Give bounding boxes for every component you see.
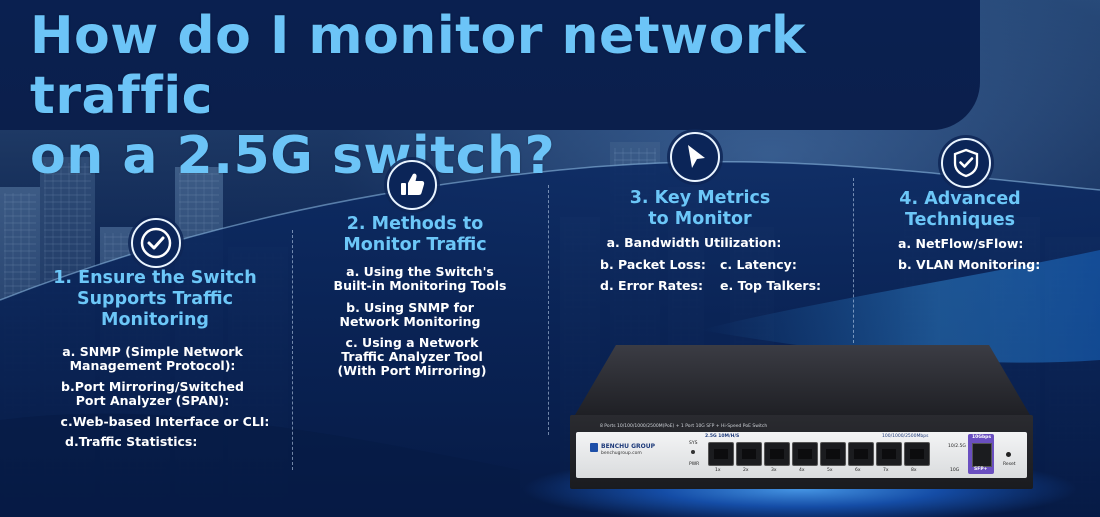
- port-label: 1x: [715, 468, 721, 473]
- check-icon: [131, 218, 181, 268]
- section-2-item: c. Using a Network: [345, 335, 479, 350]
- ethernet-port: [820, 442, 846, 466]
- network-switch-image: 8 Ports 10/100/1000/2500M(PoE) + 1 Port …: [520, 345, 1080, 517]
- section-4-title: 4. Advanced Techniques: [899, 189, 1021, 230]
- section-1-item: b.Port Mirroring/Switched: [61, 379, 244, 394]
- brand-logo: [590, 443, 598, 452]
- section-4-item: b. VLAN Monitoring:: [898, 257, 1041, 272]
- sfp-port: [972, 443, 992, 467]
- cursor-arrow-icon: [670, 132, 720, 182]
- port-label: 7x: [883, 468, 889, 473]
- section-3-item: e. Top Talkers:: [720, 278, 822, 293]
- section-1-item: d.Traffic Statistics:: [65, 434, 198, 449]
- sfp-port-label: 10G: [950, 468, 960, 473]
- ethernet-port: [708, 442, 734, 466]
- reset-label: Reset: [1003, 462, 1016, 467]
- section-2-item: (With Port Mirroring): [337, 363, 487, 378]
- section-1-item: a. SNMP (Simple Network: [62, 344, 243, 359]
- port-label: 5x: [827, 468, 833, 473]
- pwr-led-label: PWR: [689, 462, 700, 467]
- sfp-label-bottom: SFP+: [974, 467, 988, 472]
- ethernet-port: [792, 442, 818, 466]
- title-line-2: on a 2.5G switch?: [30, 126, 556, 186]
- section-3-item: b. Packet Loss:: [600, 257, 706, 272]
- section-2-item: Network Monitoring: [339, 314, 481, 329]
- port-label: 4x: [799, 468, 805, 473]
- section-3-item: c. Latency:: [720, 257, 797, 272]
- brand-site: benchugroup.com: [601, 451, 642, 456]
- switch-faceplate: BENCHU GROUP benchugroup.com SYS PWR 2.5…: [576, 432, 1027, 478]
- thumbs-up-icon: [387, 160, 437, 210]
- port-label: 8x: [911, 468, 917, 473]
- switch-spec-label: 8 Ports 10/100/1000/2500M(PoE) + 1 Port …: [600, 424, 768, 429]
- page-title: How do I monitor network traffic on a 2.…: [30, 6, 980, 186]
- section-2-title: 2. Methods to Monitor Traffic: [343, 214, 487, 255]
- switch-front-panel: 8 Ports 10/100/1000/2500M(PoE) + 1 Port …: [570, 415, 1033, 489]
- section-2-item: b. Using SNMP for: [346, 300, 474, 315]
- port-group-label: 2.5G 10M/H/S: [705, 434, 740, 439]
- column-divider: [292, 230, 293, 470]
- status-led: [691, 450, 695, 454]
- port-label: 3x: [771, 468, 777, 473]
- sfp-speed-label: 10/2.5G: [948, 444, 966, 449]
- section-2-item: a. Using the Switch's: [346, 264, 494, 279]
- column-divider: [548, 185, 549, 435]
- port-label: 2x: [743, 468, 749, 473]
- section-4-item: a. NetFlow/sFlow:: [898, 236, 1024, 251]
- shield-check-icon: [941, 138, 991, 188]
- ethernet-port: [876, 442, 902, 466]
- sfp-label-top: 10Gbps: [972, 435, 992, 440]
- switch-top-cover: [575, 345, 1030, 415]
- ethernet-port: [764, 442, 790, 466]
- title-line-1: How do I monitor network traffic: [30, 6, 807, 126]
- section-3-item: a. Bandwidth Utilization:: [606, 235, 782, 250]
- section-1-item: Management Protocol):: [69, 358, 236, 373]
- section-3-title: 3. Key Metrics to Monitor: [629, 188, 771, 229]
- ethernet-port: [736, 442, 762, 466]
- section-1-item: Port Analyzer (SPAN):: [75, 393, 230, 408]
- ethernet-port: [904, 442, 930, 466]
- port-label: 6x: [855, 468, 861, 473]
- section-1-title: 1. Ensure the Switch Supports Traffic Mo…: [53, 268, 257, 330]
- section-2-item: Traffic Analyzer Tool: [341, 349, 483, 364]
- section-1-item: c.Web-based Interface or CLI:: [60, 414, 270, 429]
- ethernet-port: [848, 442, 874, 466]
- section-2-item: Built-in Monitoring Tools: [333, 278, 507, 293]
- section-3-item: d. Error Rates:: [600, 278, 703, 293]
- column-divider: [853, 178, 854, 348]
- port-speed-label: 100/1000/2500Mbps: [882, 434, 929, 439]
- brand-name: BENCHU GROUP: [601, 443, 655, 450]
- sys-led-label: SYS: [689, 441, 698, 446]
- reset-button: [1006, 452, 1011, 457]
- title-panel: How do I monitor network traffic on a 2.…: [0, 0, 980, 186]
